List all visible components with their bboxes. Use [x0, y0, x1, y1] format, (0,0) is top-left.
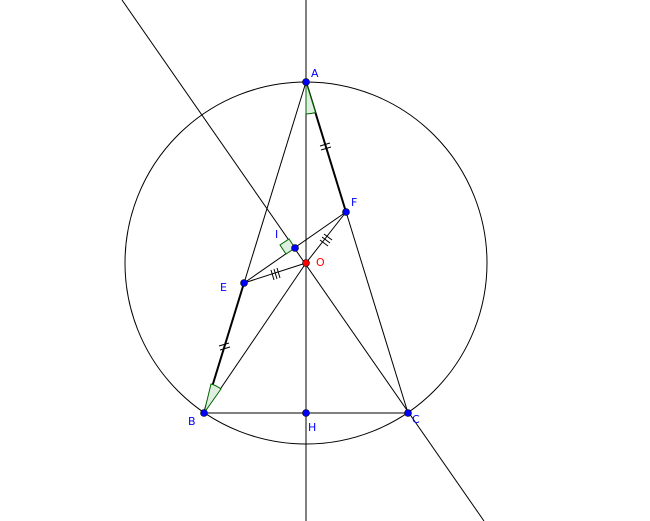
right-angle-mark-I — [279, 238, 296, 255]
segment-OF — [305, 211, 347, 264]
angle-mark-A — [305, 81, 317, 115]
line-IC — [121, 0, 485, 521]
point-B[interactable] — [200, 409, 208, 417]
tick-marks-OF — [319, 233, 333, 247]
point-label-F: F — [351, 196, 357, 209]
point-label-C: C — [412, 413, 420, 426]
tick-marks-AF — [319, 142, 332, 151]
point-label-I: I — [275, 228, 278, 241]
tick-marks-BE — [218, 342, 231, 351]
point-C[interactable] — [404, 409, 412, 417]
point-label-A: A — [311, 67, 319, 80]
point-F[interactable] — [342, 208, 350, 216]
point-label-E: E — [220, 281, 227, 294]
point-A[interactable] — [302, 78, 310, 86]
point-O[interactable] — [302, 259, 310, 267]
tick-marks-EO — [270, 267, 281, 281]
angle-mark-B — [203, 383, 222, 414]
point-I[interactable] — [291, 244, 299, 252]
point-label-H: H — [308, 421, 316, 434]
point-E[interactable] — [240, 279, 248, 287]
segment-BO — [203, 262, 307, 414]
point-label-B: B — [188, 415, 196, 428]
point-label-O: O — [316, 256, 325, 269]
point-H[interactable] — [302, 409, 310, 417]
